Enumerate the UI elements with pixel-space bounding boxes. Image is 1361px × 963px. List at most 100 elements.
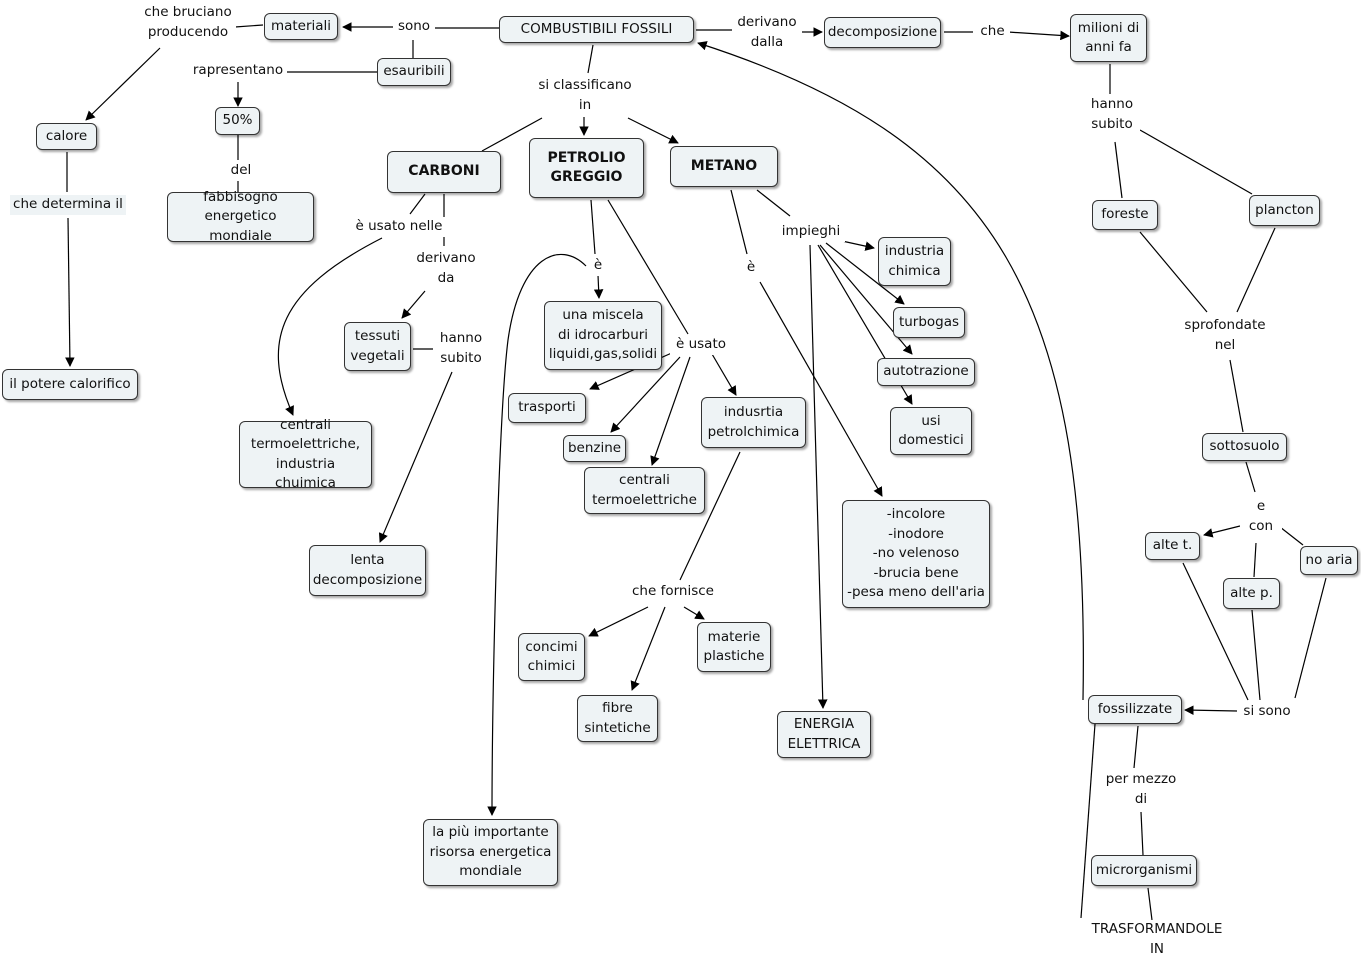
edge	[1229, 359, 1244, 433]
edge	[277, 237, 383, 416]
edge	[1294, 577, 1327, 699]
link-e-petrolio: è	[587, 256, 609, 276]
edge	[481, 117, 543, 152]
edge	[1114, 141, 1123, 199]
edge	[1133, 725, 1139, 769]
edge	[809, 244, 828, 709]
edge	[607, 199, 689, 335]
edge	[1007, 30, 1070, 41]
link-si-sono: si sono	[1237, 702, 1297, 722]
edge	[1139, 129, 1253, 195]
concept-turbogas[interactable]: turbogas	[893, 307, 965, 338]
link-trasformandole-in: TRASFORMANDOLE IN	[1080, 920, 1234, 959]
edge	[587, 44, 594, 74]
concept-concimi-chimici[interactable]: concimi chimici	[518, 633, 585, 681]
edge	[630, 606, 666, 691]
edge	[1203, 525, 1241, 538]
concept-combustibili-fossili[interactable]: COMBUSTIBILI FOSSILI	[499, 16, 694, 43]
concept-no-aria[interactable]: no aria	[1300, 546, 1358, 575]
edge	[590, 199, 596, 255]
concept-alte-p[interactable]: alte p.	[1223, 578, 1280, 609]
concept-potere-calorifico[interactable]: il potere calorifico	[2, 369, 138, 400]
link-che: che	[975, 22, 1010, 42]
link-derivano-da: derivano da	[411, 249, 481, 288]
edge	[825, 242, 905, 305]
link-che-determina: che determina il	[10, 195, 126, 215]
concept-centrali-industria[interactable]: centrali termoelettriche, industria chui…	[239, 417, 372, 491]
concept-carboni[interactable]: CARBONI	[387, 151, 501, 193]
concept-fabbisogno[interactable]: fabbisogno energetico mondiale	[167, 189, 314, 244]
link-e-metano: è	[740, 258, 762, 278]
concept-esauribili[interactable]: esauribili	[377, 58, 451, 86]
edge	[85, 47, 161, 121]
concept-tessuti-vegetali[interactable]: tessuti vegetali	[344, 322, 411, 371]
edge	[1184, 705, 1238, 715]
edge	[1251, 609, 1261, 701]
link-usato-nelle: è usato nelle	[352, 217, 446, 237]
concept-fibre-sintetiche[interactable]: fibre sintetiche	[577, 695, 658, 742]
edge	[593, 274, 604, 299]
link-sprofondate-nel: sprofondate nel	[1176, 316, 1274, 355]
edge	[487, 253, 587, 816]
concept-materie-plastiche[interactable]: materie plastiche	[697, 622, 771, 672]
edge	[588, 606, 649, 637]
edge	[610, 356, 681, 433]
link-per-mezzo-di: per mezzo di	[1100, 770, 1182, 809]
edge	[1147, 887, 1153, 921]
edge	[401, 290, 426, 319]
concept-decomposizione[interactable]: decomposizione	[824, 17, 941, 48]
concept-50-percent[interactable]: 50%	[215, 107, 260, 135]
edge	[409, 193, 426, 215]
edge	[1236, 227, 1276, 313]
concept-calore[interactable]: calore	[36, 123, 97, 150]
edge	[697, 41, 1084, 701]
concept-microrganismi[interactable]: microrganismi	[1091, 855, 1197, 886]
link-che-bruciano: che bruciano producendo	[140, 3, 236, 42]
edge	[1245, 461, 1256, 493]
concept-risorsa-energetica[interactable]: la più importante risorsa energetica mon…	[423, 819, 558, 886]
concept-lenta-decomposizione[interactable]: lenta decomposizione	[309, 545, 426, 596]
concept-plancton[interactable]: plancton	[1249, 195, 1320, 226]
concept-petrolio-greggio[interactable]: PETROLIO GREGGIO	[529, 138, 644, 198]
link-hanno-subito-carboni: hanno subito	[435, 329, 487, 368]
concept-autotrazione[interactable]: autotrazione	[877, 358, 975, 386]
link-derivano-dalla: derivano dalla	[732, 13, 802, 52]
edge	[1080, 723, 1096, 919]
concept-miscela-idrocarburi[interactable]: una miscela di idrocarburi liquidi,gas,s…	[544, 301, 662, 370]
concept-usi-domestici[interactable]: usi domestici	[890, 407, 972, 455]
edge	[841, 240, 875, 251]
concept-centrali-termoelettriche[interactable]: centrali termoelettriche	[584, 467, 705, 514]
edge	[1139, 231, 1208, 313]
link-usato-petrolio: è usato	[670, 335, 732, 355]
edge	[234, 24, 264, 28]
link-hanno-subito: hanno subito	[1084, 95, 1140, 134]
edge	[1253, 542, 1257, 578]
concept-industria-chimica[interactable]: industria chimica	[878, 237, 951, 286]
concept-materiali[interactable]: materiali	[264, 13, 338, 40]
concept-alte-t[interactable]: alte t.	[1145, 532, 1200, 560]
edge	[711, 353, 737, 396]
concept-sottosuolo[interactable]: sottosuolo	[1202, 433, 1287, 461]
edge	[756, 189, 791, 217]
link-che-fornisce: che fornisce	[627, 582, 719, 602]
concept-fossilizzate[interactable]: fossilizzate	[1088, 695, 1182, 724]
link-si-classificano: si classificano in	[532, 76, 638, 115]
edge	[1140, 811, 1144, 856]
link-del: del	[224, 161, 258, 181]
edge	[683, 606, 705, 620]
edge	[627, 117, 679, 144]
edge	[730, 189, 748, 255]
concept-proprieta-metano[interactable]: -incolore -inodore -no velenoso -brucia …	[842, 500, 990, 608]
concept-milioni-anni[interactable]: milioni di anni fa	[1070, 14, 1147, 62]
concept-indusrtia-petrolchimica[interactable]: indusrtia petrolchimica	[701, 397, 806, 448]
edge	[650, 356, 691, 466]
concept-foreste[interactable]: foreste	[1092, 200, 1158, 230]
edge	[1279, 526, 1304, 546]
concept-energia-elettrica[interactable]: ENERGIA ELETTRICA	[777, 711, 871, 758]
edge	[1182, 562, 1249, 701]
concept-metano[interactable]: METANO	[670, 146, 778, 187]
link-impieghi: impieghi	[777, 222, 845, 242]
concept-trasporti[interactable]: trasporti	[508, 393, 586, 423]
concept-benzine[interactable]: benzine	[563, 435, 626, 462]
